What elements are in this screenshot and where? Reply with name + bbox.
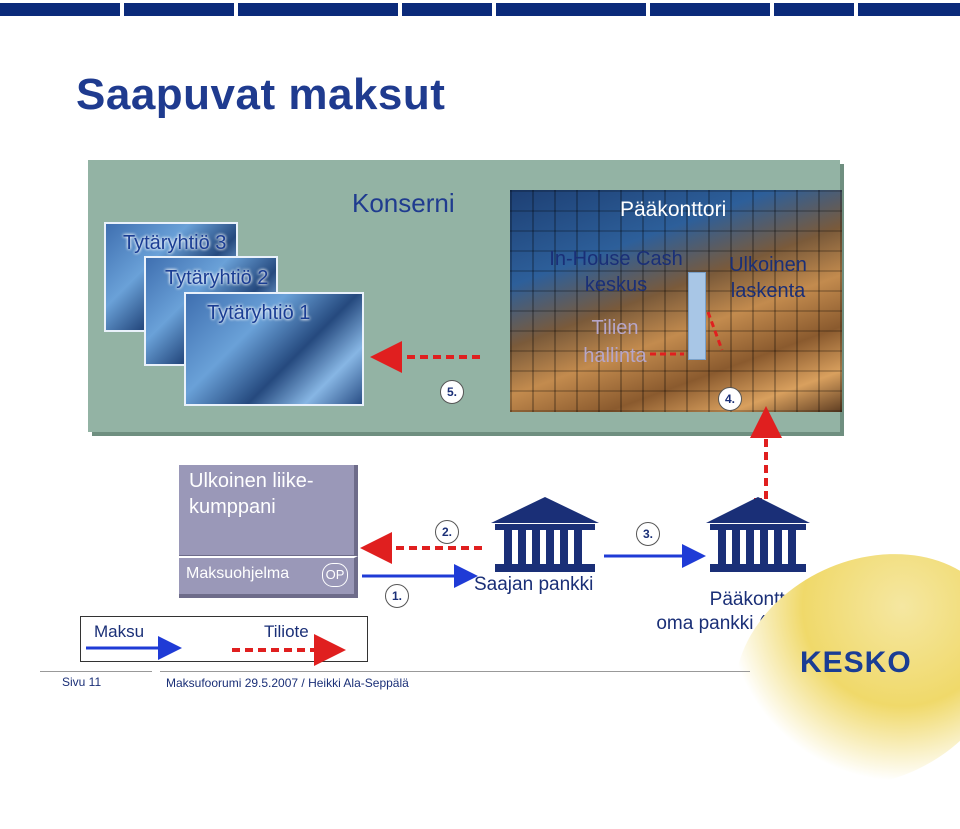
hq-internal-arrow-2 (706, 311, 724, 351)
step-3-badge: 3. (636, 522, 660, 546)
slide-title: Saapuvat maksut (76, 70, 446, 119)
house-bank-icon (706, 497, 810, 572)
ulkoinen-line-1: Ulkoinen (729, 254, 807, 276)
external-accounting-label: Ulkoinen laskenta (720, 252, 816, 304)
subsidiary-1-card (184, 292, 364, 406)
hq-pillar (688, 272, 706, 360)
in-house-line-2: keskus (584, 274, 648, 296)
top-stripe (0, 0, 960, 20)
payment-program-label: Maksuohjelma (186, 565, 290, 582)
subsidiary-3-label: Tytäryhtiö 3 (123, 232, 227, 254)
partner-line-1: Ulkoinen liike- (189, 470, 314, 492)
kesko-logo: KESKO (800, 646, 912, 679)
headquarters-image (510, 190, 842, 412)
footer-divider (160, 671, 750, 672)
tilien-line-2: hallinta (583, 345, 647, 367)
ulkoinen-line-2: laskenta (730, 280, 806, 302)
page-number: Sivu 11 (62, 675, 102, 689)
step-1-badge: 1. (385, 584, 409, 608)
in-house-line-1: In-House Cash (549, 248, 683, 270)
in-house-cash-label: In-House Cash keskus (526, 246, 706, 298)
op-badge: OP (322, 563, 348, 587)
account-management-label: Tilien hallinta (560, 314, 670, 370)
legend-statement-label: Tiliote (264, 622, 309, 641)
footer-divider-left (40, 671, 152, 672)
payee-bank-icon (491, 497, 599, 572)
legend-payment-label: Maksu (94, 622, 145, 641)
payee-bank-label: Saajan pankki (474, 574, 594, 595)
subsidiary-1-label: Tytäryhtiö 1 (207, 302, 311, 324)
konserni-label: Konserni (352, 188, 455, 218)
partner-line-2: kumppani (189, 496, 276, 518)
arrow-step-4 (750, 406, 782, 502)
step-4-badge: 4. (718, 387, 742, 411)
flow-arrows (86, 311, 810, 666)
step-5-badge: 5. (440, 380, 464, 404)
step-2-badge: 2. (435, 520, 459, 544)
subsidiary-2-label: Tytäryhtiö 2 (165, 267, 269, 289)
headquarters-label: Pääkonttori (620, 198, 727, 221)
tilien-line-1: Tilien (591, 317, 639, 339)
footer-info: Maksufoorumi 29.5.2007 / Heikki Ala-Sepp… (166, 676, 409, 690)
external-partner-label: Ulkoinen liike- kumppani (189, 468, 314, 520)
